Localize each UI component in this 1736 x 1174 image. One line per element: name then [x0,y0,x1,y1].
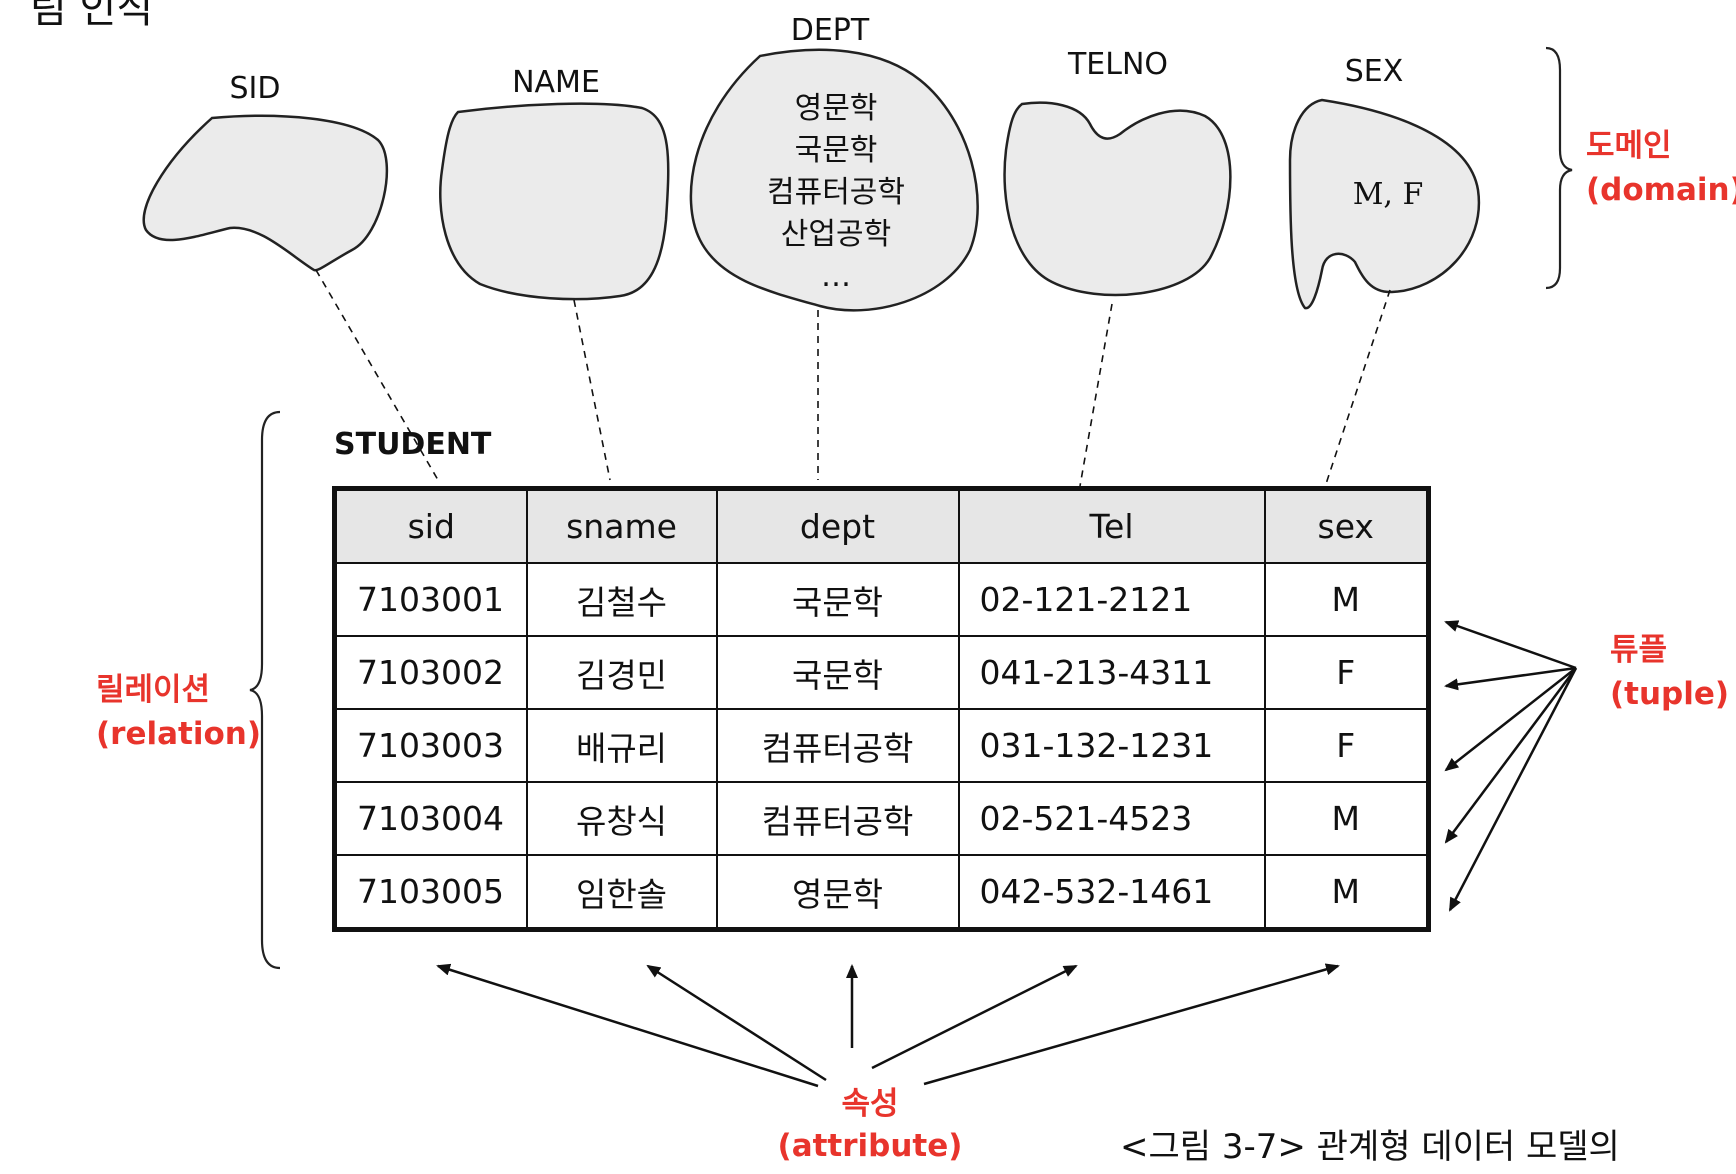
cell-sid: 7103002 [333,635,528,710]
cell-sname: 유창식 [525,781,718,856]
column-header-sex: sex [1263,487,1430,564]
dept-domain-value: … [821,259,851,294]
domain-label-name: NAME [512,65,600,100]
domain-label-telno: TELNO [1067,47,1168,82]
domain-blob-sid [142,114,389,272]
tuple-label-english: (tuple) [1610,676,1729,712]
attribute-arrow [923,963,1340,1086]
column-header-sname: sname [525,487,718,564]
attribute-label-korean: 속성 [841,1086,898,1122]
attribute-arrow [436,963,819,1088]
tuple-arrow [1444,667,1578,844]
connector-tel [1079,303,1113,487]
cell-sex: M [1263,781,1430,856]
cell-sex: M [1263,562,1430,637]
cell-tel: 02-121-2121 [957,562,1266,637]
domain-blob-name [439,102,670,301]
connector-sid [315,269,439,481]
cell-tel: 02-521-4523 [957,781,1266,856]
dept-domain-value: 영문학 [795,91,878,126]
cell-sname: 김철수 [525,562,718,637]
connector-name [573,299,611,481]
domain-blob-sex [1288,98,1481,310]
table-row: 7103001 김철수 국문학 02-121-2121 M [333,562,1430,637]
dept-domain-value: 국문학 [795,133,878,168]
column-header-tel: Tel [957,487,1266,564]
cell-sid: 7103004 [333,781,528,856]
cell-sid: 7103003 [333,708,528,783]
cell-sex: F [1263,708,1430,783]
figure-caption: <그림 3-7> 관계형 데이터 모델의 [1120,1127,1620,1167]
dept-domain-value: 컴퓨터공학 [767,175,905,210]
column-header-dept: dept [715,487,960,564]
table-row: 7103003 배규리 컴퓨터공학 031-132-1231 F [333,708,1430,783]
cell-dept: 국문학 [715,635,960,710]
domain-brace [1545,46,1573,290]
domain-label-sex: SEX [1345,54,1404,89]
cell-dept: 영문학 [715,854,960,931]
relation-label-english: (relation) [96,716,261,752]
attribute-arrow [646,964,827,1082]
cell-sex: M [1263,854,1430,931]
attribute-label-english: (attribute) [778,1128,963,1164]
tuple-label-korean: 튜플 [1610,632,1667,668]
cell-sid: 7103001 [333,562,528,637]
relation-label-korean: 릴레이션 [96,672,210,708]
attribute-arrow [871,964,1078,1070]
domain-label-korean: 도메인 [1586,128,1672,164]
cell-sname: 김경민 [525,635,718,710]
relation-name: STUDENT [334,427,492,462]
cell-sname: 임한솔 [525,854,718,931]
tuple-arrow [1444,666,1577,691]
domain-blob-dept [689,48,979,312]
page-heading-partial: 림 인식 [30,0,153,32]
table-row: 7103002 김경민 국문학 041-213-4311 F [333,635,1430,710]
tuple-arrow [1444,620,1577,670]
cell-dept: 컴퓨터공학 [715,708,960,783]
cell-tel: 031-132-1231 [957,708,1266,783]
table-header-row: sid sname dept Tel sex [333,487,1430,564]
relation-brace [249,410,281,970]
cell-sname: 배규리 [525,708,718,783]
tuple-arrow [1448,667,1578,912]
domain-label-dept: DEPT [791,13,870,48]
tuple-arrow [1444,667,1577,772]
connector-sex [1321,289,1391,497]
dept-domain-value: 산업공학 [781,217,891,252]
domain-label-sid: SID [230,71,281,106]
cell-tel: 041-213-4311 [957,635,1266,710]
domain-label-english: (domain) [1586,172,1736,208]
cell-sid: 7103005 [333,854,528,931]
table-row: 7103004 유창식 컴퓨터공학 02-521-4523 M [333,781,1430,856]
cell-dept: 국문학 [715,562,960,637]
column-header-sid: sid [333,487,528,564]
domain-blob-telno [1003,101,1232,297]
student-relation-table: sid sname dept Tel sex 7103001 김철수 국문학 0… [332,486,1431,932]
table-row: 7103005 임한솔 영문학 042-532-1461 M [333,854,1430,931]
cell-dept: 컴퓨터공학 [715,781,960,856]
cell-sex: F [1263,635,1430,710]
cell-tel: 042-532-1461 [957,854,1266,931]
sex-domain-value: M, F [1353,177,1424,212]
